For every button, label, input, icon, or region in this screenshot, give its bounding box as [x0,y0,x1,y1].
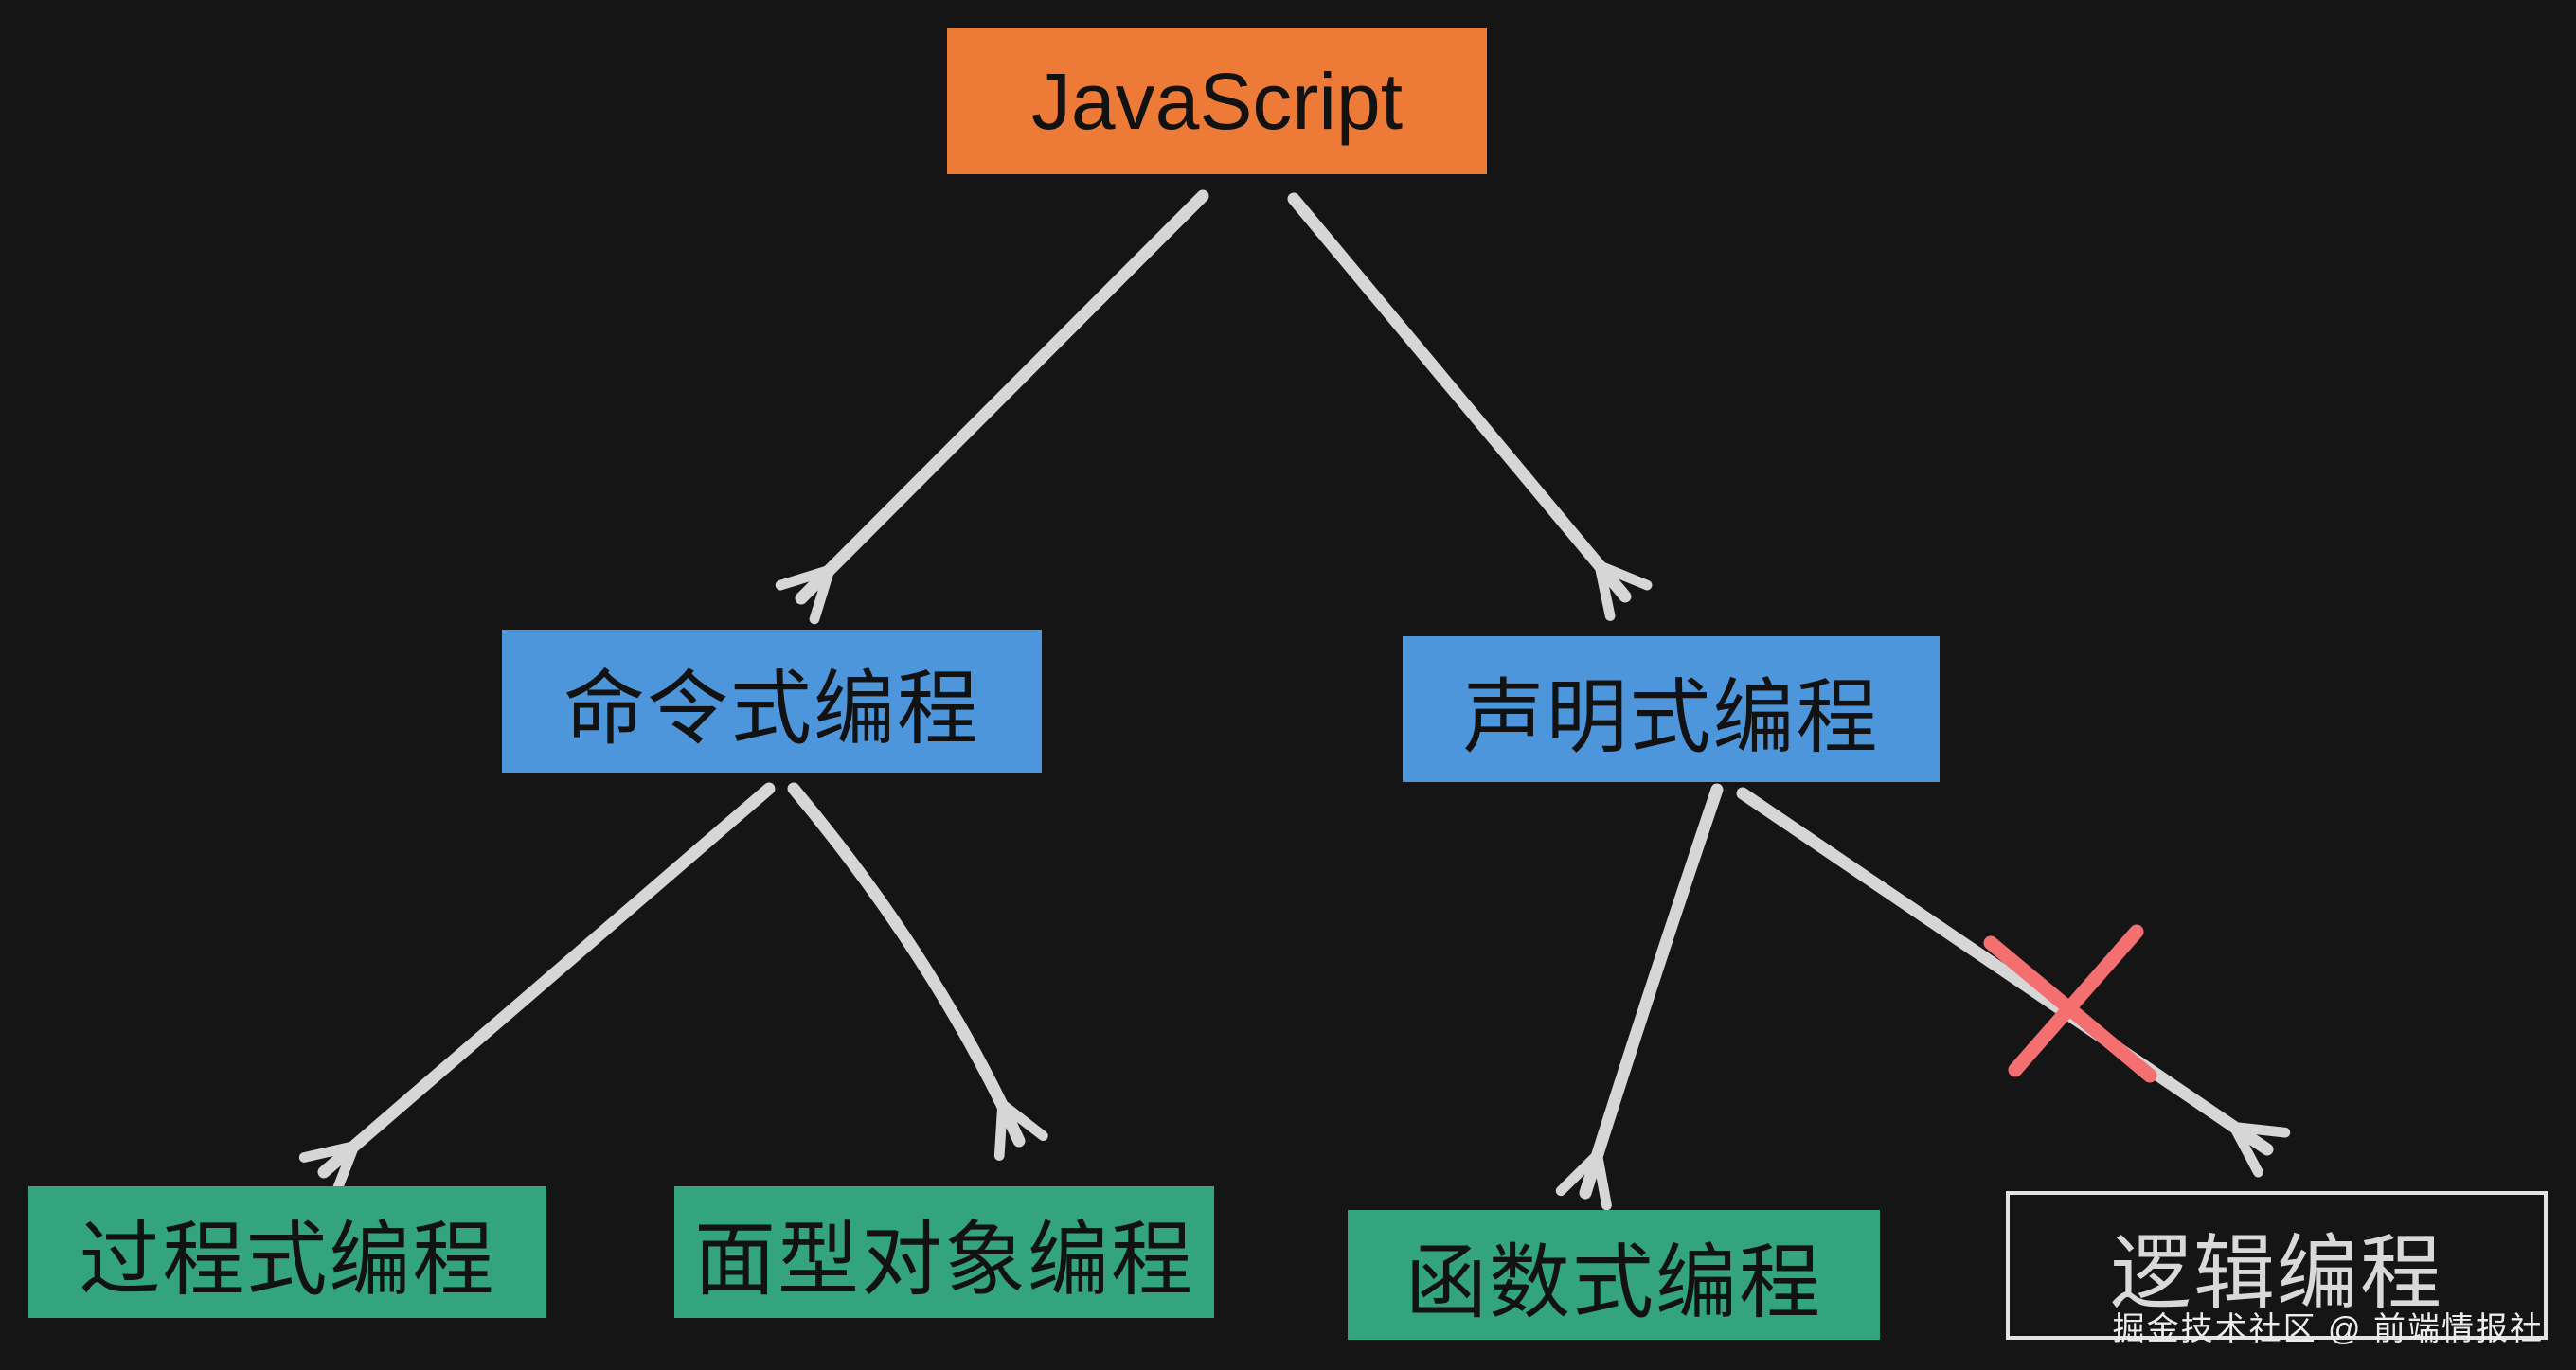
arrow-imperative-to-oop [787,782,1048,1161]
node-javascript-label: JavaScript [1030,56,1404,146]
watermark: 掘金技术社区 @ 前端情报社 [2112,1311,2544,1347]
node-functional-programming: 函数式编程 [1348,1210,1880,1340]
arrow-declarative-to-functional [1555,783,1724,1211]
arrow-js-to-imperative [775,189,1209,625]
node-procedural-label: 过程式编程 [79,1215,496,1306]
arrow-imperative-to-procedural [298,782,776,1200]
node-javascript: JavaScript [947,28,1487,174]
cross-mark-stroke-2 [2008,924,2144,1077]
node-imperative-label: 命令式编程 [564,664,980,755]
node-declarative-programming: 声明式编程 [1403,636,1940,782]
node-declarative-label: 声明式编程 [1462,671,1880,763]
arrow-declarative-to-logic [1736,787,2291,1178]
node-object-oriented-programming: 面型对象编程 [674,1186,1214,1318]
node-logic-programming: 逻辑编程 [2006,1191,2548,1340]
node-functional-label: 函数式编程 [1405,1237,1822,1328]
arrow-js-to-declarative [1287,192,1653,621]
node-logic-label: 逻辑编程 [2110,1228,2443,1319]
node-oop-label: 面型对象编程 [694,1215,1194,1306]
node-procedural-programming: 过程式编程 [28,1186,546,1318]
node-imperative-programming: 命令式编程 [502,630,1042,773]
